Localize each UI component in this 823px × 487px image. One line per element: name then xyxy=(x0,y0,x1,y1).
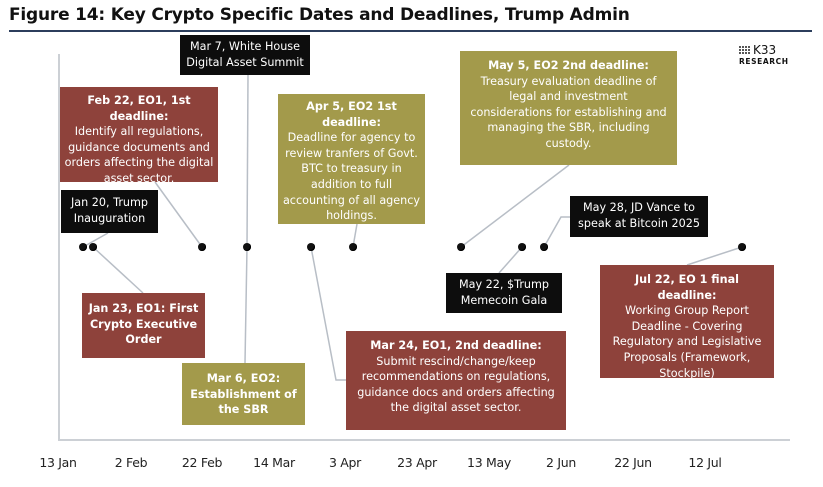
timeline-dot-may5 xyxy=(457,243,465,251)
event-label-may5: May 5, EO2 2nd deadline: Treasury evalua… xyxy=(460,51,677,165)
timeline-dot-apr5 xyxy=(349,243,357,251)
event-text: May 28, JD Vance to speak at Bitcoin 202… xyxy=(578,201,700,230)
event-text: Working Group Report Deadline - Covering… xyxy=(612,304,762,380)
timeline-dot-jan20 xyxy=(79,243,87,251)
x-tick-label: 12 Jul xyxy=(688,455,722,470)
event-label-mar7: Mar 7, White House Digital Asset Summit xyxy=(180,35,310,75)
title-divider xyxy=(9,30,812,32)
event-label-jan23: Jan 23, EO1: First Crypto Executive Orde… xyxy=(82,293,205,358)
event-heading: Feb 22, EO1, 1st deadline: xyxy=(87,94,191,123)
event-text: Jan 20, Trump Inauguration xyxy=(70,196,149,225)
x-axis-line xyxy=(58,439,790,441)
event-label-apr5: Apr 5, EO2 1st deadline: Deadline for ag… xyxy=(278,94,425,224)
x-tick-label: 14 Mar xyxy=(253,455,295,470)
x-tick-label: 13 May xyxy=(467,455,511,470)
timeline-dot-jan23 xyxy=(89,243,97,251)
x-tick-label: 13 Jan xyxy=(39,455,77,470)
timeline-dot-jul22 xyxy=(738,243,746,251)
event-heading: Apr 5, EO2 1st deadline: xyxy=(306,100,397,129)
logo-name: K33 xyxy=(753,43,777,57)
event-heading: Jul 22, EO 1 final deadline: xyxy=(635,273,739,302)
event-text: Deadline for agency to review tranfers o… xyxy=(282,131,421,223)
timeline-dot-may22 xyxy=(518,243,526,251)
event-label-jul22: Jul 22, EO 1 final deadline: Working Gro… xyxy=(600,265,774,380)
event-label-may28: May 28, JD Vance to speak at Bitcoin 202… xyxy=(570,196,708,237)
timeline-dot-mar24 xyxy=(307,243,315,251)
x-tick-label: 23 Apr xyxy=(397,455,437,470)
k33-dot-grid-icon xyxy=(739,46,750,54)
timeline-dot-feb22 xyxy=(198,243,206,251)
timeline-dot-may28 xyxy=(540,243,548,251)
event-text: Submit rescind/change/keep recommendatio… xyxy=(357,354,555,415)
event-text: Mar 7, White House Digital Asset Summit xyxy=(186,40,304,69)
x-tick-label: 2 Jun xyxy=(546,455,576,470)
x-tick-label: 3 Apr xyxy=(328,455,362,470)
event-text: Identify all regulations, guidance docum… xyxy=(64,125,214,185)
event-text: May 22, $Trump Memecoin Gala xyxy=(458,278,550,307)
event-heading: Mar 24, EO1, 2nd deadline: xyxy=(370,339,542,352)
x-tick-label: 22 Feb xyxy=(181,455,223,470)
event-label-feb22: Feb 22, EO1, 1st deadline: Identify all … xyxy=(60,87,218,185)
event-heading: Jan 23, EO1: First Crypto Executive Orde… xyxy=(88,302,199,347)
k33-research-logo: K33 RESEARCH xyxy=(739,44,799,66)
event-label-mar6: Mar 6, EO2: Establishment of the SBR xyxy=(182,363,305,425)
event-label-jan20: Jan 20, Trump Inauguration xyxy=(61,190,158,233)
figure-title: Figure 14: Key Crypto Specific Dates and… xyxy=(9,5,630,25)
logo-subtitle: RESEARCH xyxy=(739,57,789,66)
event-text: Treasury evaluation deadline of legal an… xyxy=(470,74,667,150)
event-heading: Mar 6, EO2: Establishment of the SBR xyxy=(190,372,297,417)
x-tick-label: 22 Jun xyxy=(614,455,652,470)
event-label-mar24: Mar 24, EO1, 2nd deadline: Submit rescin… xyxy=(346,331,566,430)
y-axis-line xyxy=(58,54,60,441)
event-label-may22: May 22, $Trump Memecoin Gala xyxy=(446,273,562,313)
x-tick-label: 2 Feb xyxy=(114,455,148,470)
event-heading: May 5, EO2 2nd deadline: xyxy=(488,59,649,72)
timeline-dot-mar6-mar7 xyxy=(243,243,251,251)
